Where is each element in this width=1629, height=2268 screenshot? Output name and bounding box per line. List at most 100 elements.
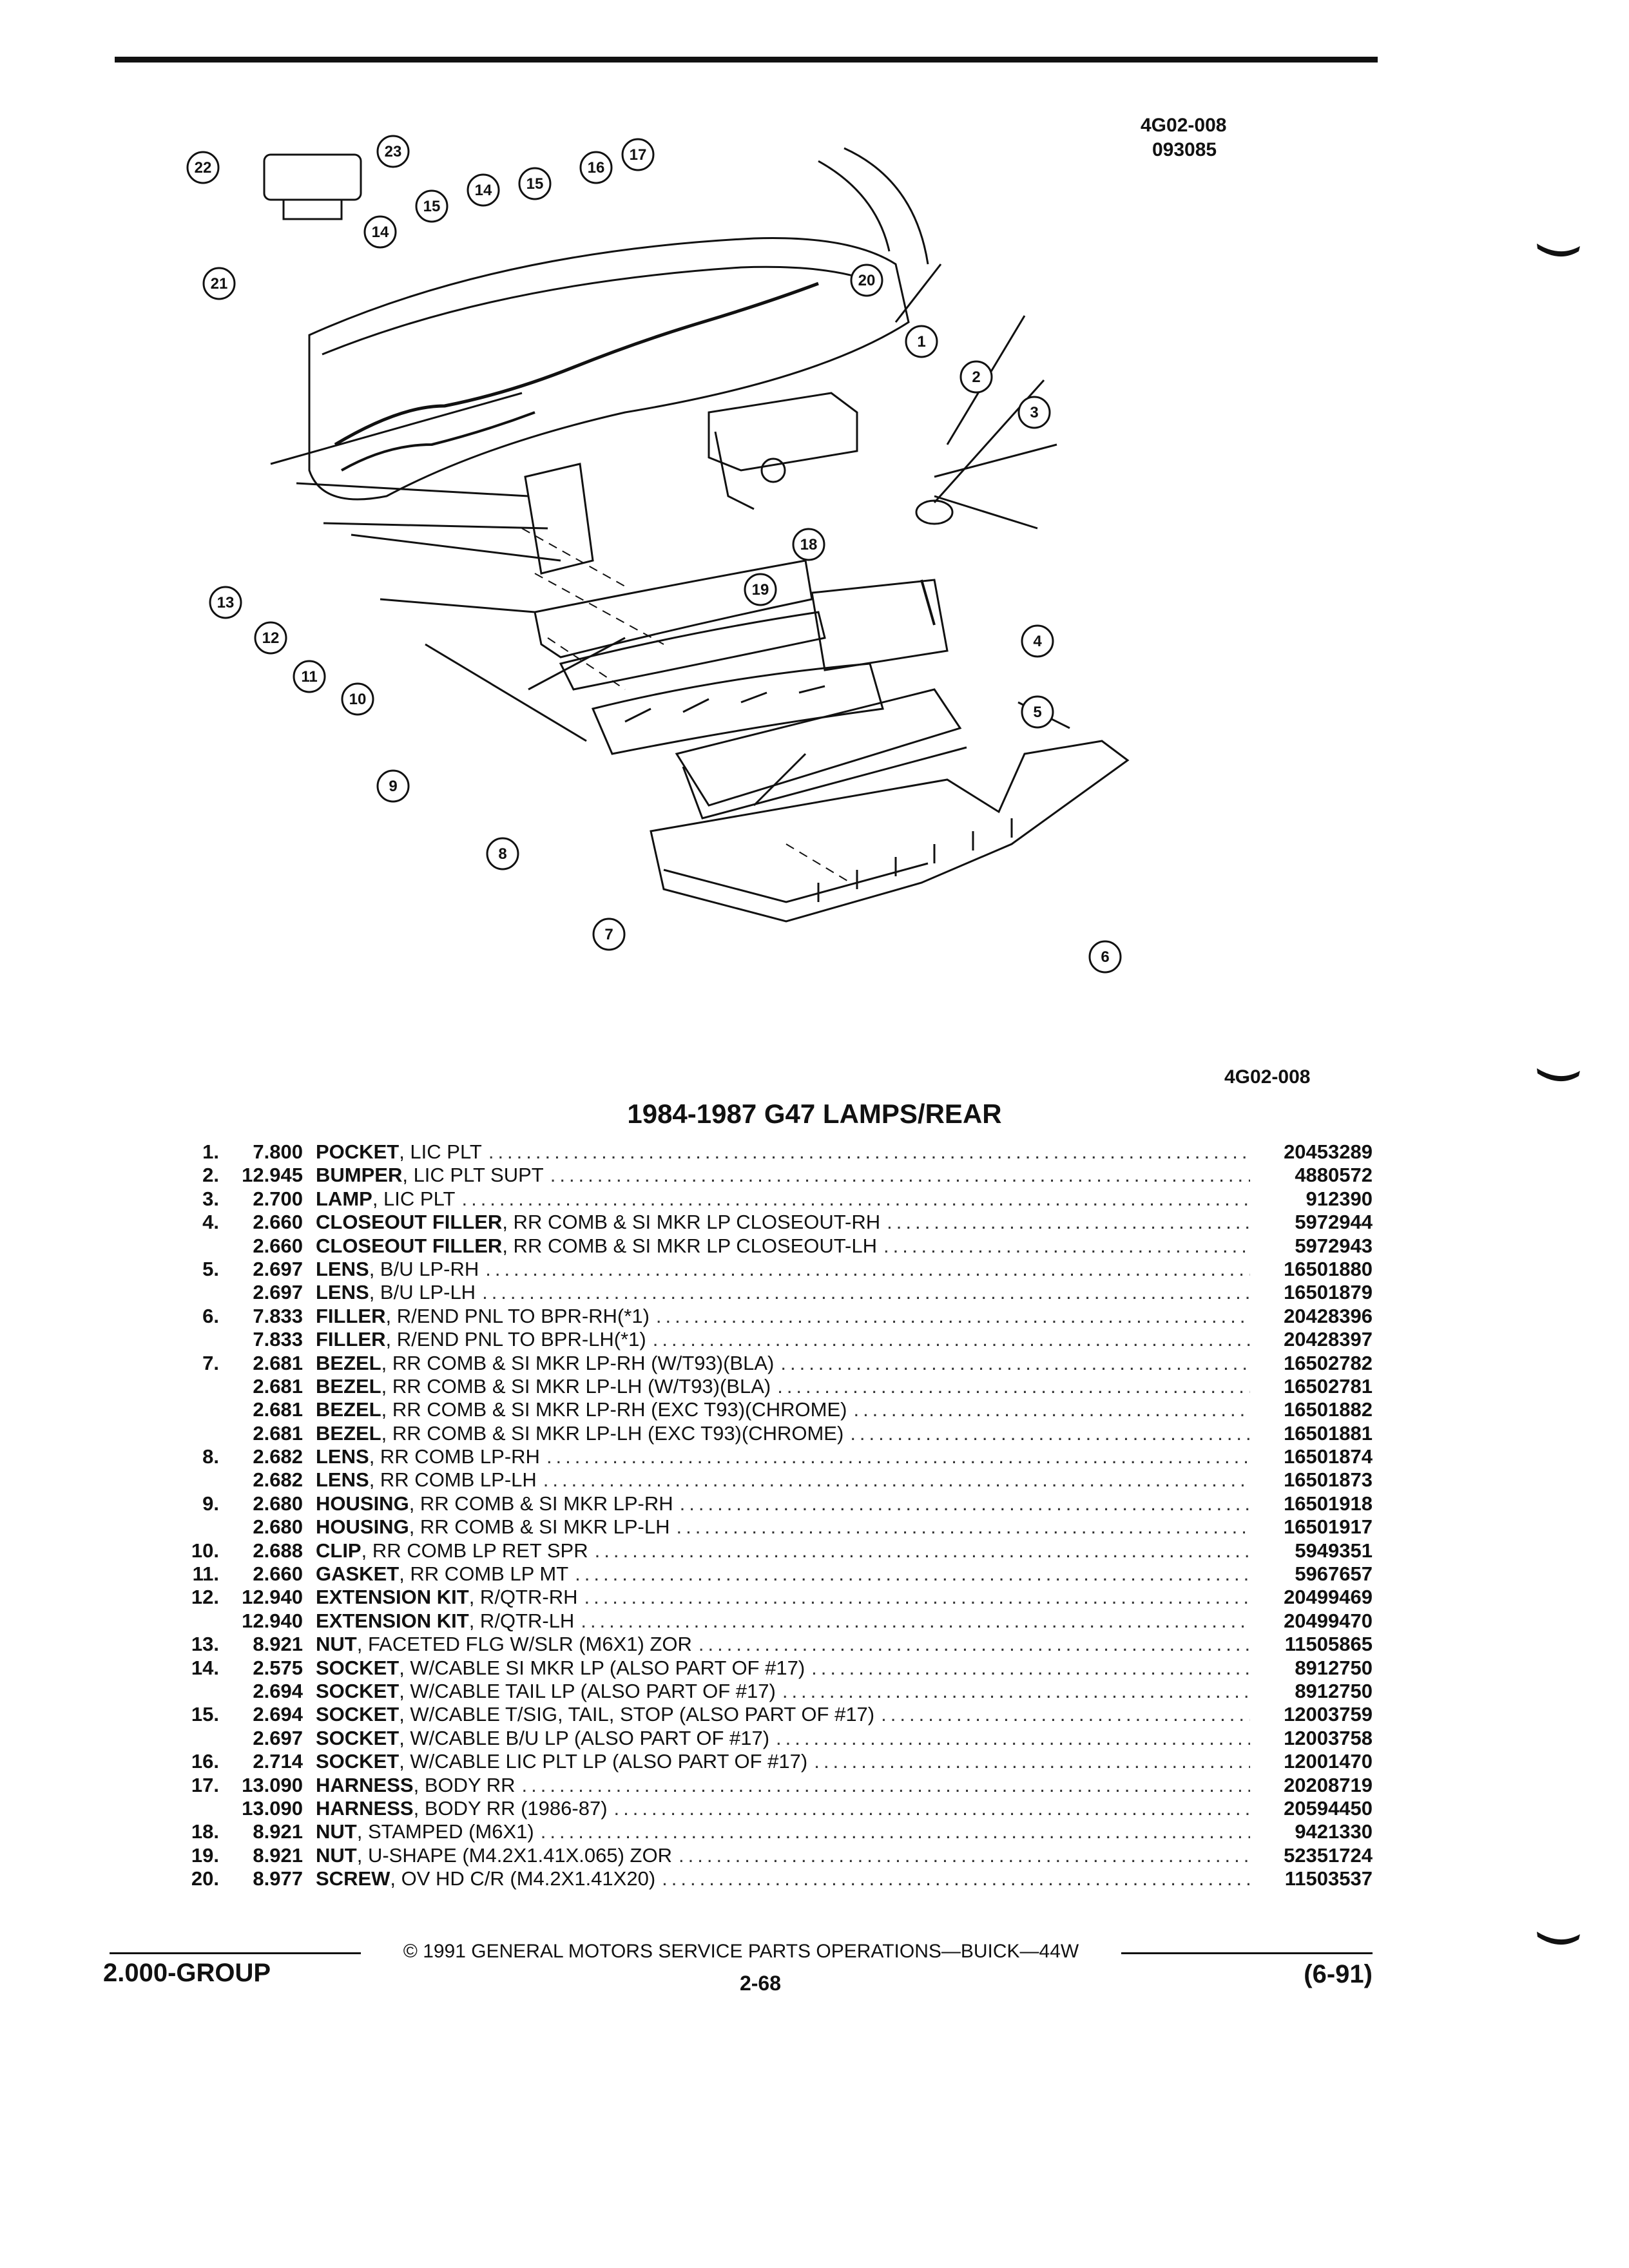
part-number: 11505865 [1284,1633,1373,1656]
part-description: CLOSEOUT FILLER, RR COMB & SI MKR LP CLO… [316,1235,1250,1258]
binder-mark [1537,1932,1580,1945]
license-lamp [915,499,954,525]
part-name: NUT [316,1843,357,1867]
group-number: 2.682 [253,1468,303,1492]
part-name: SOCKET [316,1726,400,1749]
part-name: SOCKET [316,1679,400,1702]
leader-dots [662,1867,1250,1890]
leader-dots [488,1140,1250,1164]
reference-number: 093085 [1152,139,1217,160]
item-number: 13. [191,1633,219,1656]
group-number: 2.660 [253,1211,303,1234]
exploded-parts-diagram: 1 2 3 4 5 6 7 8 9 10 11 12 13 14 15 14 1… [186,135,1130,974]
part-qualifier: , R/END PNL TO BPR-RH(*1) [385,1304,650,1327]
item-number: 8. [202,1445,219,1468]
leader-dots [614,1797,1250,1820]
part-qualifier: , RR COMB & SI MKR LP CLOSEOUT-LH [502,1234,877,1257]
part-qualifier: , RR COMB & SI MKR LP-LH (W/T93)(BLA) [381,1374,771,1398]
part-number: 11503537 [1284,1867,1373,1890]
item-number: 10. [191,1539,219,1562]
item-number: 15. [191,1703,219,1726]
part-description: LENS, RR COMB LP-RH [316,1445,1250,1468]
part-qualifier: , BODY RR (1986-87) [413,1796,608,1820]
leader-dots [575,1562,1250,1586]
part-description: FILLER, R/END PNL TO BPR-LH(*1) [316,1328,1250,1351]
part-qualifier: , RR COMB & SI MKR LP-RH [409,1492,673,1515]
part-qualifier: , LIC PLT [399,1140,482,1163]
part-qualifier: , FACETED FLG W/SLR (M6X1) ZOR [356,1633,692,1656]
group-number: 8.977 [253,1867,303,1890]
leader-dots [522,1774,1251,1797]
part-description: EXTENSION KIT, R/QTR-LH [316,1610,1250,1633]
group-number: 2.681 [253,1351,303,1374]
leader-dots [656,1305,1250,1328]
part-qualifier: , R/QTR-LH [468,1609,575,1632]
part-description: SOCKET, W/CABLE B/U LP (ALSO PART OF #17… [316,1727,1250,1750]
copyright-notice: © 1991 GENERAL MOTORS SERVICE PARTS OPER… [403,1941,1079,1962]
svg-text:9: 9 [389,778,397,795]
part-name: LENS [316,1445,369,1468]
group-number: 2.694 [253,1703,303,1726]
part-qualifier: , BODY RR [413,1773,516,1796]
svg-text:21: 21 [211,275,228,293]
end-panel-filler [650,740,1130,923]
part-description: SCREW, OV HD C/R (M4.2X1.41X20) [316,1867,1250,1890]
part-name: LENS [316,1281,369,1304]
svg-text:2: 2 [972,369,980,386]
leader-dots [680,1492,1250,1515]
svg-text:1: 1 [917,333,925,351]
part-name: CLIP [316,1539,361,1562]
part-number: 5972943 [1295,1234,1373,1257]
part-name: EXTENSION KIT [316,1586,469,1609]
table-row: 20. 8.977 SCREW, OV HD C/R (M4.2X1.41X20) 1… [174,1867,1373,1890]
part-number: 16502782 [1284,1351,1373,1374]
part-name: HOUSING [316,1492,409,1515]
part-number: 20453289 [1284,1140,1373,1163]
group-number: 2.688 [253,1539,303,1562]
item-number: 6. [202,1304,219,1327]
part-description: BUMPER, LIC PLT SUPT [316,1164,1250,1187]
part-name: SCREW [316,1867,390,1890]
svg-text:19: 19 [752,581,769,599]
group-number: 2.697 [253,1726,303,1749]
item-number: 18. [191,1820,219,1843]
leader-dots [550,1164,1250,1187]
part-number: 20208719 [1284,1773,1373,1796]
leader-dots [850,1422,1250,1445]
part-qualifier: , R/QTR-RH [468,1586,578,1609]
group-number: 2.681 [253,1398,303,1421]
part-description: BEZEL, RR COMB & SI MKR LP-LH (W/T93)(BL… [316,1375,1250,1398]
svg-text:12: 12 [262,629,280,647]
part-description: GASKET, RR COMB LP MT [316,1562,1250,1586]
part-name: LAMP [316,1187,372,1210]
leader-dots [584,1586,1250,1609]
part-qualifier: , LIC PLT [372,1187,456,1210]
group-number: 8.921 [253,1843,303,1867]
backup-lens [811,579,949,671]
part-number: 16501881 [1284,1421,1373,1445]
group-number: 7.833 [253,1304,303,1327]
part-name: CLOSEOUT FILLER [316,1211,503,1234]
leader-dots [541,1820,1250,1843]
part-number: 20594450 [1284,1796,1373,1820]
item-number: 1. [202,1140,219,1163]
leader-dots [782,1680,1250,1703]
leader-dots [883,1235,1250,1258]
item-number: 20. [191,1867,219,1890]
part-qualifier: , RR COMB & SI MKR LP CLOSEOUT-RH [502,1211,881,1234]
group-number: 12.940 [242,1609,303,1632]
part-name: FILLER [316,1328,386,1351]
part-description: FILLER, R/END PNL TO BPR-RH(*1) [316,1305,1250,1328]
part-name: CLOSEOUT FILLER [316,1234,503,1257]
part-name: BEZEL [316,1398,381,1421]
part-name: NUT [316,1820,357,1843]
